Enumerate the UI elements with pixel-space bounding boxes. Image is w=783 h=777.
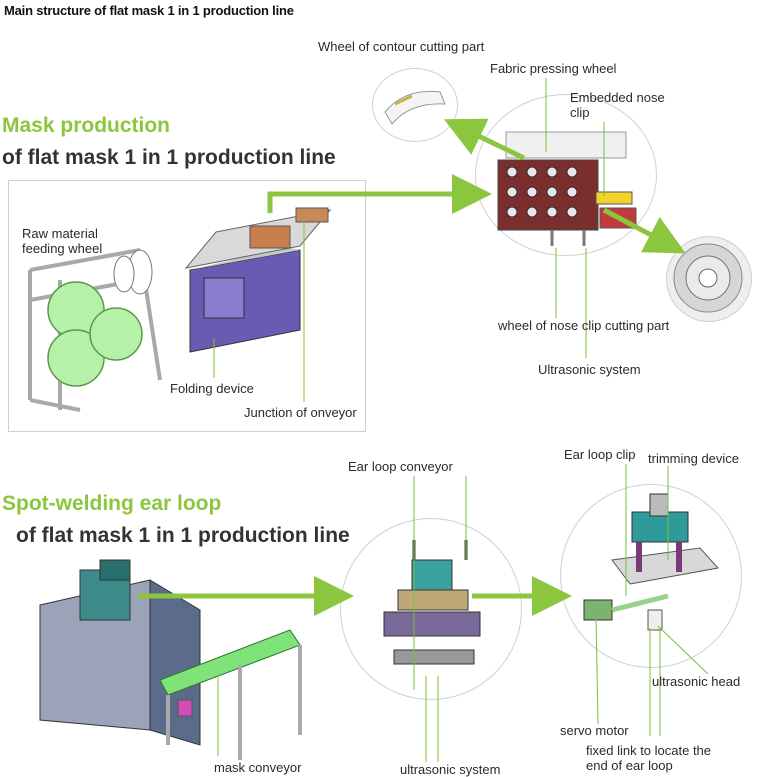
label-mask-conveyor: mask conveyor xyxy=(214,760,302,775)
feeding-machine-illustration xyxy=(28,248,162,412)
label-ultrasonic-system: Ultrasonic system xyxy=(538,362,641,377)
section2-heading-dark: of flat mask 1 in 1 production line xyxy=(16,524,350,547)
label-contour-wheel: Wheel of contour cutting part xyxy=(318,39,485,54)
nose-clip-machine-illustration xyxy=(497,131,637,246)
section1-heading-green: Mask production xyxy=(2,114,171,137)
page-title: Main structure of flat mask 1 in 1 produ… xyxy=(4,3,294,18)
ear-loop-machine-illustration xyxy=(39,559,302,760)
label-trimming-device: trimming device xyxy=(648,451,740,466)
label-junction: Junction of onveyor xyxy=(244,405,357,420)
contour-wheel-illustration xyxy=(384,90,446,125)
flow-arrows xyxy=(138,118,686,616)
roller-illustration xyxy=(673,243,743,313)
label-fabric-wheel: Fabric pressing wheel xyxy=(490,61,617,76)
label-raw-material: Raw material feeding wheel xyxy=(22,226,103,256)
section1-heading-dark: of flat mask 1 in 1 production line xyxy=(2,146,336,169)
welding-mechanism-illustration xyxy=(583,493,719,631)
arrow-to-contour-wheel xyxy=(443,118,526,161)
label-servo-motor: servo motor xyxy=(560,723,629,738)
arrow-to-roller xyxy=(602,207,686,254)
label-folding-device: Folding device xyxy=(170,381,254,396)
arrow-conveyor-to-nose-clip xyxy=(267,174,492,214)
label-nose-clip-cutting: wheel of nose clip cutting part xyxy=(498,318,670,333)
label-ultrasonic-head: ultrasonic head xyxy=(652,674,741,689)
ear-loop-mechanism-illustration xyxy=(383,540,481,665)
label-ultrasonic-system-2: ultrasonic system xyxy=(400,762,501,777)
leader-lines xyxy=(213,78,709,762)
folding-machine-illustration xyxy=(184,207,332,353)
label-ear-loop-clip: Ear loop clip xyxy=(564,447,636,462)
label-fixed-link: fixed link to locate the end of ear loop xyxy=(586,743,712,773)
label-nose-clip: Embedded nose clip xyxy=(570,90,665,120)
label-ear-loop-conveyor: Ear loop conveyor xyxy=(348,459,453,474)
section2-heading-green: Spot-welding ear loop xyxy=(2,492,222,515)
